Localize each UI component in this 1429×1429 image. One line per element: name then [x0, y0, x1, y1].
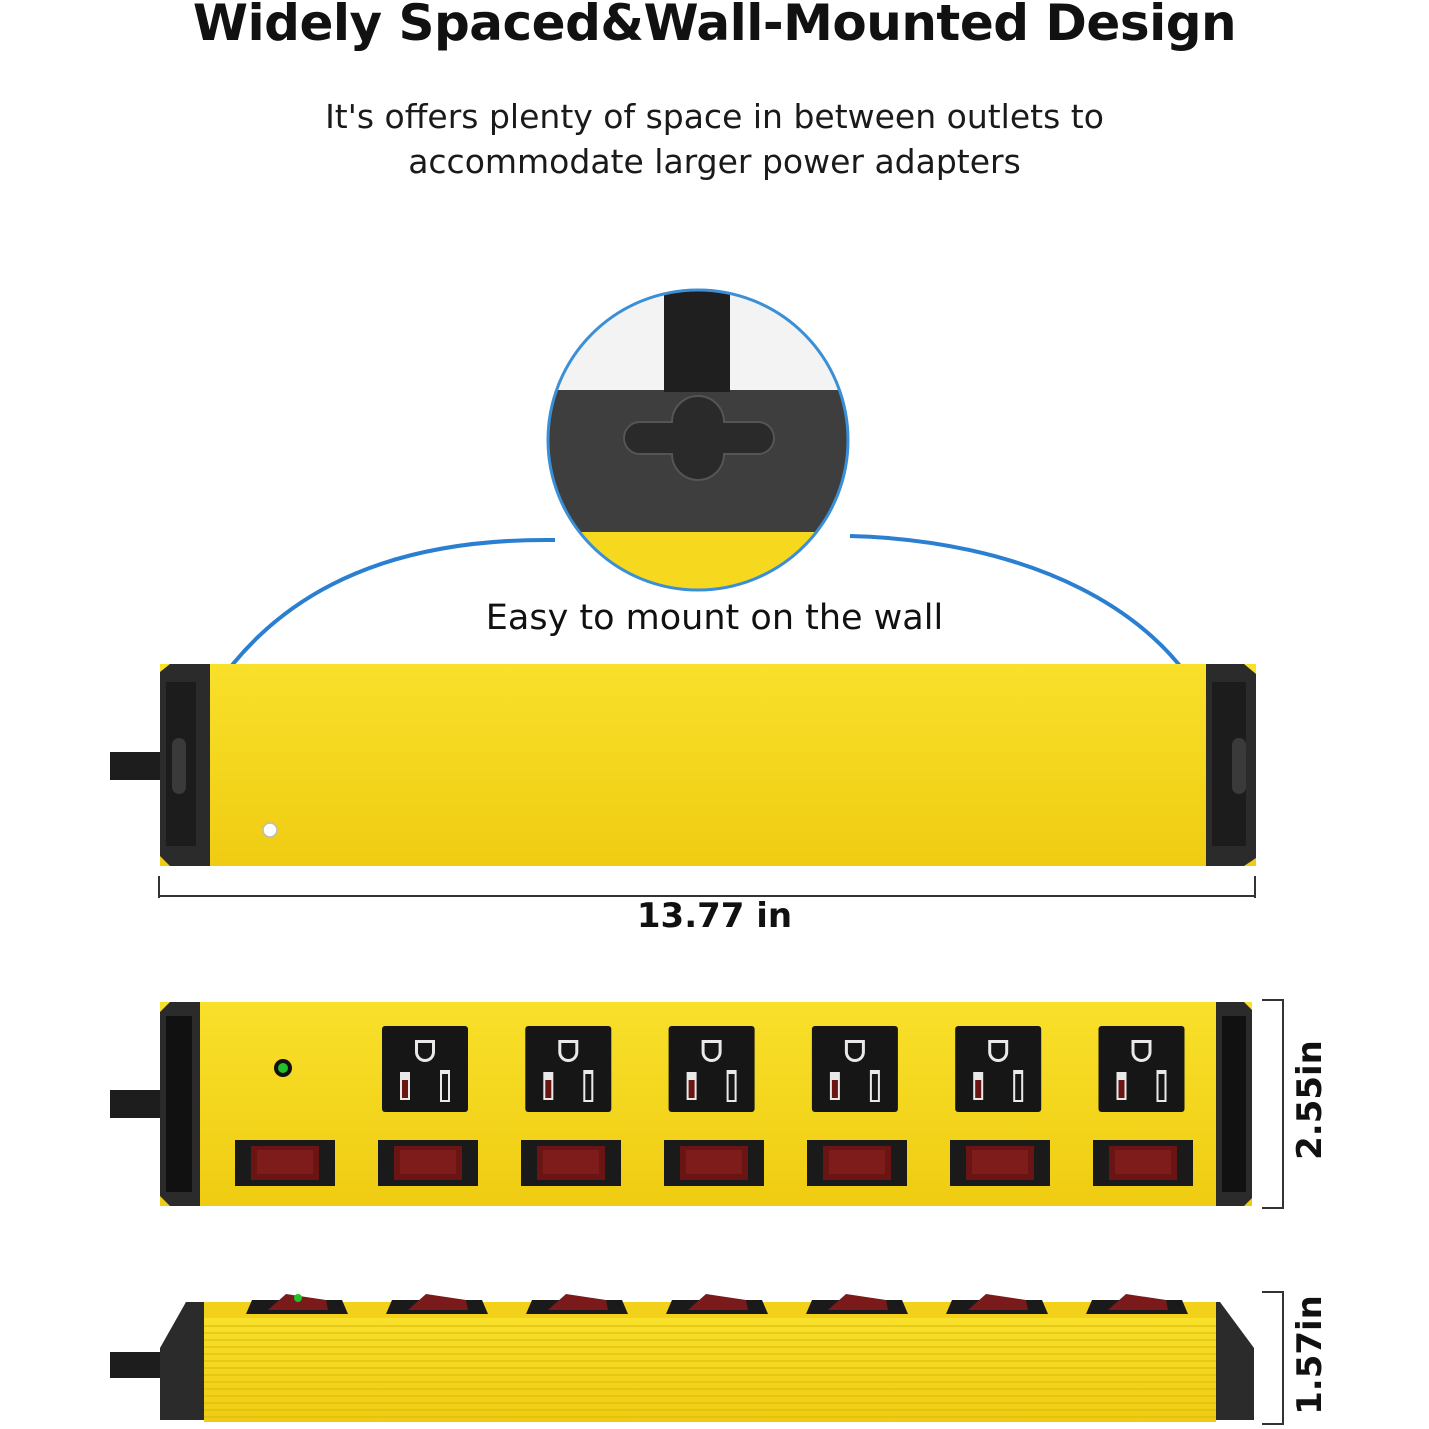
subtitle-line-1: It's offers plenty of space in between o… — [325, 97, 1104, 136]
outlet-icon — [382, 1026, 468, 1112]
rocker-switch-side[interactable] — [946, 1294, 1048, 1314]
outlet-icon — [1098, 1026, 1185, 1112]
height-dimension-line — [1262, 999, 1284, 1209]
rocker-switch[interactable] — [378, 1140, 478, 1186]
height-dimension-label: 2.55in — [1290, 1040, 1330, 1160]
rocker-switch-side[interactable] — [806, 1294, 908, 1314]
outlet-icon — [668, 1026, 755, 1112]
rocker-switch[interactable] — [235, 1140, 335, 1186]
rocker-switch-side[interactable] — [386, 1294, 488, 1314]
length-dimension-label: 13.77 in — [636, 896, 793, 936]
outlet-icon — [811, 1026, 898, 1112]
rocker-switch[interactable] — [521, 1140, 621, 1186]
power-strip-back-view — [110, 664, 1256, 866]
page-title: Widely Spaced&Wall-Mounted Design — [192, 0, 1237, 52]
outlet-icon — [955, 1026, 1042, 1112]
rocker-switch-side[interactable] — [666, 1294, 768, 1314]
zoom-detail-circle — [548, 290, 848, 590]
rocker-switch-side[interactable] — [526, 1294, 628, 1314]
power-strip-front-view — [110, 1002, 1252, 1206]
mount-caption: Easy to mount on the wall — [485, 598, 944, 638]
power-indicator-light — [278, 1063, 288, 1073]
mounting-screw-icon — [664, 290, 730, 392]
rocker-switch[interactable] — [807, 1140, 907, 1186]
power-strip-side-view — [110, 1294, 1254, 1422]
subtitle-line-2: accommodate larger power adapters — [408, 142, 1021, 181]
width-dimension-line — [158, 876, 1256, 898]
rocker-switch[interactable] — [1093, 1140, 1193, 1186]
depth-dimension-line — [1262, 1291, 1284, 1425]
depth-dimension-label: 1.57in — [1290, 1295, 1330, 1415]
page-subtitle: It's offers plenty of space in between o… — [0, 94, 1429, 184]
outlet-icon — [525, 1026, 612, 1112]
keyhole-slot-icon — [623, 395, 775, 481]
rocker-switch[interactable] — [950, 1140, 1050, 1186]
rocker-switch[interactable] — [664, 1140, 764, 1186]
rocker-switch-side[interactable] — [1086, 1294, 1188, 1314]
